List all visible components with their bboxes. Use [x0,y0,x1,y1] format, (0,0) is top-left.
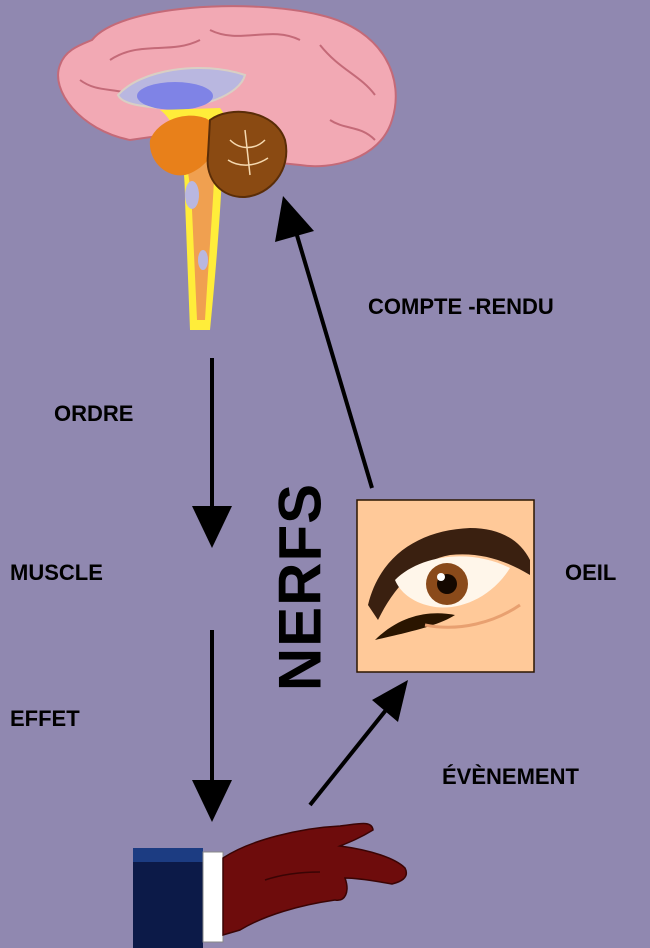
arrow-compte-rendu [296,232,372,488]
label-effet: EFFET [10,706,80,732]
brain-illustration [58,6,396,330]
label-evenement: ÉVÈNEMENT [442,764,579,790]
hand-illustration [133,824,406,948]
label-compte-rendu: COMPTE -RENDU [368,294,554,320]
label-ordre: ORDRE [54,401,133,427]
arrow-effet-head [192,780,232,822]
arrow-evenement-head [372,680,408,722]
arrow-evenement [310,710,386,805]
label-nerfs: NERFS [266,483,335,691]
arrow-compte-rendu-head [275,196,314,242]
eye-illustration [357,500,534,672]
label-oeil: OEIL [565,560,616,586]
arrow-ordre-head [192,506,232,548]
label-muscle: MUSCLE [10,560,103,586]
